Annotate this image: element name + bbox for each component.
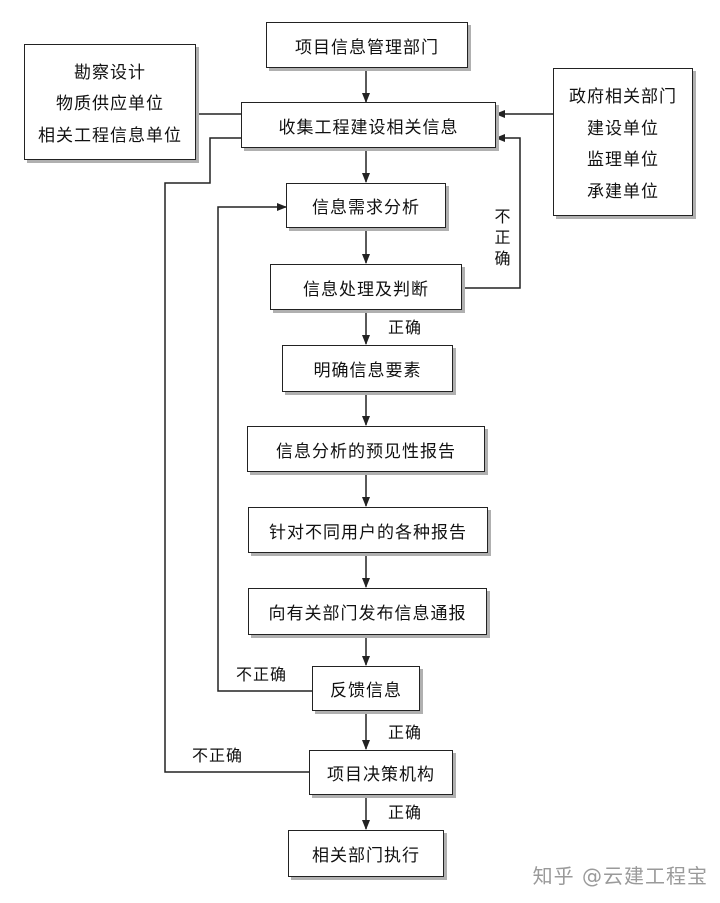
left-source-related-engineering: 相关工程信息单位 xyxy=(38,125,182,146)
node-collect-info: 收集工程建设相关信息 xyxy=(241,102,496,148)
node-demand-analysis: 信息需求分析 xyxy=(286,183,446,228)
label-processing-incorrect-char-3: 确 xyxy=(494,249,512,268)
right-source-supervision-unit: 监理单位 xyxy=(587,150,659,171)
label-processing-incorrect: 不 正 确 xyxy=(494,206,512,269)
node-decision-body: 项目决策机构 xyxy=(309,750,453,795)
loop-decision-incorrect xyxy=(164,134,309,773)
label-decision-incorrect: 不正确 xyxy=(192,746,244,765)
node-user-reports: 针对不同用户的各种报告 xyxy=(248,507,488,553)
node-predictive-report: 信息分析的预见性报告 xyxy=(247,426,485,472)
right-source-government: 政府相关部门 xyxy=(569,87,677,108)
label-feedback-correct: 正确 xyxy=(388,723,423,742)
loop-feedback-incorrect xyxy=(217,203,312,692)
left-source-material-supply: 物质供应单位 xyxy=(56,94,164,115)
label-processing-incorrect-char-1: 不 xyxy=(494,207,512,226)
node-feedback: 反馈信息 xyxy=(312,666,420,711)
label-feedback-incorrect: 不正确 xyxy=(236,665,288,684)
node-project-info-dept: 项目信息管理部门 xyxy=(266,22,468,68)
left-sources-box: 勘察设计 物质供应单位 相关工程信息单位 xyxy=(24,44,196,160)
label-processing-incorrect-char-2: 正 xyxy=(494,228,512,247)
node-processing-judgment: 信息处理及判断 xyxy=(270,264,462,310)
left-source-survey-design: 勘察设计 xyxy=(74,63,146,84)
loop-processing-incorrect xyxy=(462,134,521,289)
node-clarify-elements: 明确信息要素 xyxy=(282,345,453,392)
label-processing-correct: 正确 xyxy=(388,318,423,337)
watermark: 知乎 @云建工程宝 xyxy=(532,864,708,888)
node-execute: 相关部门执行 xyxy=(288,830,444,877)
right-sources-box: 政府相关部门 建设单位 监理单位 承建单位 xyxy=(553,68,693,216)
node-publish-bulletin: 向有关部门发布信息通报 xyxy=(248,588,487,635)
label-decision-correct: 正确 xyxy=(388,803,423,822)
right-source-construction-unit: 建设单位 xyxy=(587,118,659,139)
right-source-contractor: 承建单位 xyxy=(587,181,659,202)
